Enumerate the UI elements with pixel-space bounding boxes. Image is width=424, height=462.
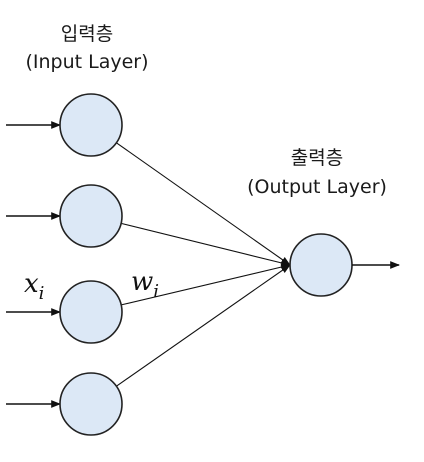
input-variable-label: xi [24,269,44,304]
input-node-1 [59,93,123,157]
output-layer-title: 출력층 [291,147,343,169]
output-layer-subtitle: (Output Layer) [247,176,387,198]
connections [116,142,291,387]
input-var: x [24,269,39,299]
connection-line-4 [116,264,291,387]
weight-var-subscript: i [153,281,159,302]
connection-line-3 [121,263,291,306]
input-layer-title: 입력층 [61,23,113,45]
input-node-2 [59,184,123,248]
weight-var: w [131,267,153,297]
connection-line-1 [116,142,291,266]
input-node-3 [59,280,123,344]
input-layer-subtitle: (Input Layer) [25,51,148,73]
output-node [289,233,353,297]
weight-variable-label: wi [131,267,159,302]
input-nodes [59,93,123,436]
input-var-subscript: i [39,283,45,304]
input-arrows [6,121,61,408]
input-node-4 [59,372,123,436]
connection-line-2 [120,222,291,267]
